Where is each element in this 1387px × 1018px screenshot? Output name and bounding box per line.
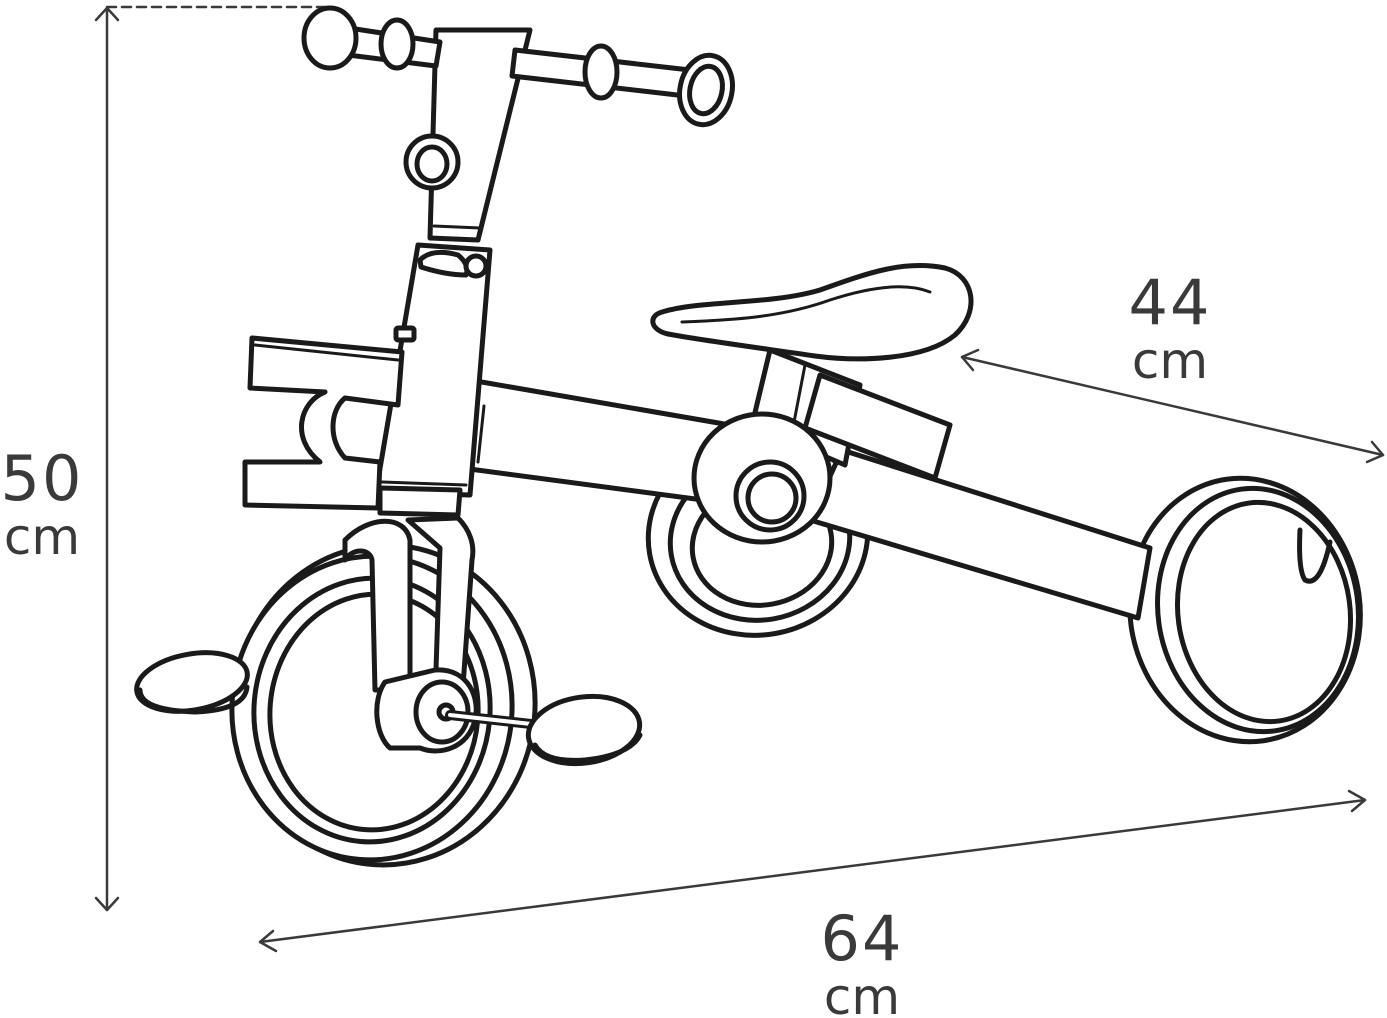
main-frame-tube bbox=[459, 377, 733, 505]
height-value: 50 bbox=[0, 442, 84, 515]
rear-hub bbox=[691, 411, 833, 545]
height-dimension-label: 50 cm bbox=[0, 442, 84, 566]
width-value: 44 bbox=[1128, 266, 1212, 339]
saddle bbox=[650, 263, 974, 362]
length-value: 64 bbox=[820, 902, 904, 975]
handlebar-stem bbox=[403, 27, 533, 243]
front-basket bbox=[242, 335, 405, 511]
rear-axle-tube bbox=[807, 447, 1153, 621]
left-pedal bbox=[134, 650, 250, 715]
steering-column bbox=[373, 242, 493, 518]
width-dimension-label: 44 cm bbox=[1128, 266, 1212, 390]
width-dimension-line bbox=[960, 348, 1385, 464]
front-hub bbox=[374, 667, 479, 754]
width-unit: cm bbox=[1131, 332, 1209, 390]
right-pedal bbox=[445, 693, 643, 767]
handlebar bbox=[301, 5, 735, 128]
height-unit: cm bbox=[3, 508, 81, 566]
length-unit: cm bbox=[823, 968, 901, 1018]
length-dimension-line bbox=[258, 789, 1367, 953]
length-dimension-label: 64 cm bbox=[820, 908, 904, 1018]
height-dimension-line bbox=[94, 5, 327, 912]
rear-right-wheel bbox=[1127, 475, 1363, 745]
